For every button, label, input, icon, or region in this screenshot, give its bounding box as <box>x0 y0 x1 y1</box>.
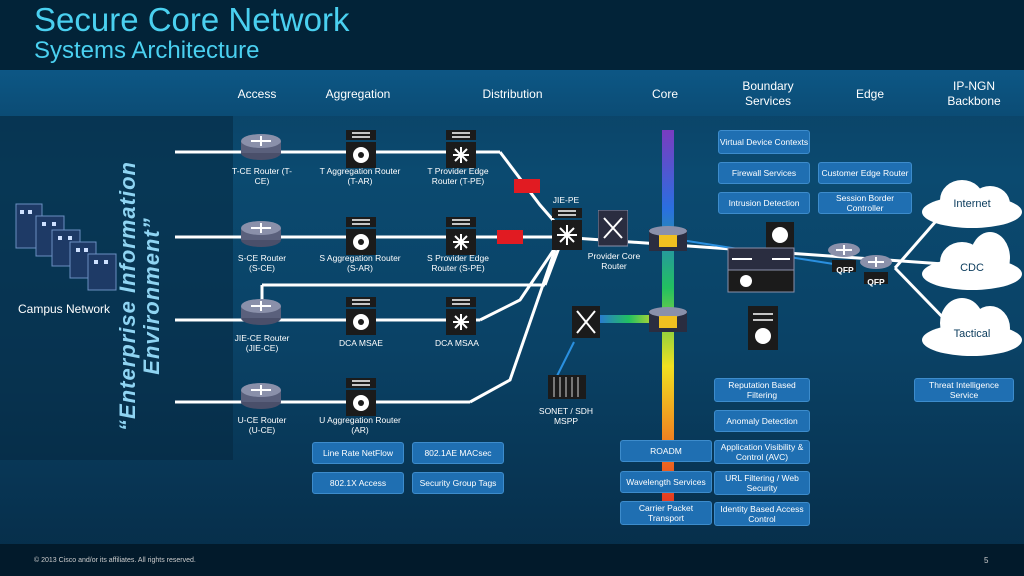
optical-switch-icon[interactable] <box>572 306 600 343</box>
tpe-label: T Provider Edge Router (T-PE) <box>427 166 489 186</box>
router-icon[interactable] <box>240 220 282 253</box>
tactical-cloud[interactable]: Tactical <box>922 298 1022 356</box>
edge-router-icon[interactable] <box>858 252 894 291</box>
intrusion-box[interactable]: Intrusion Detection <box>718 192 810 214</box>
router-icon[interactable] <box>240 133 282 166</box>
col-core: Core <box>651 87 678 101</box>
column-header-bar: Access Aggregation Distribution Core Bou… <box>0 70 1024 116</box>
dot1x-box[interactable]: 802.1X Access <box>312 472 404 494</box>
core-device-icon[interactable] <box>649 306 687 337</box>
aggregation-switch-icon[interactable] <box>346 378 376 421</box>
tar-label: T Aggregation Router (T-AR) <box>319 166 401 186</box>
avc-box[interactable]: Application Visibility & Control (AVC) <box>714 440 810 464</box>
identity-box[interactable]: Identity Based Access Control <box>714 502 810 526</box>
slide-title: Secure Core Network <box>34 1 350 38</box>
provider-edge-icon[interactable] <box>446 217 476 260</box>
copyright: © 2013 Cisco and/or its affiliates. All … <box>34 557 196 564</box>
sgt-box[interactable]: Security Group Tags <box>412 472 504 494</box>
macsec-box[interactable]: 802.1AE MACsec <box>412 442 504 464</box>
anomaly-box[interactable]: Anomaly Detection <box>714 410 810 432</box>
threat-intel-box[interactable]: Threat Intelligence Service <box>914 378 1014 402</box>
cdc-cloud[interactable]: CDC <box>922 232 1022 290</box>
sce-label: S-CE Router (S-CE) <box>237 253 287 273</box>
firewall-box[interactable]: Firewall Services <box>718 162 810 184</box>
qfp-badge: QFP <box>836 265 854 275</box>
campus-network-label: Campus Network <box>18 302 111 316</box>
cdc-label: CDC <box>960 262 984 274</box>
tce-label: T-CE Router (T-CE) <box>232 166 292 186</box>
jiepe-label: JIE-PE <box>552 195 580 205</box>
customer-edge-box[interactable]: Customer Edge Router <box>818 162 912 184</box>
col-aggregation: Aggregation <box>325 87 391 101</box>
col-distribution: Distribution <box>482 87 543 101</box>
uar-label: U Aggregation Router (AR) <box>319 415 401 435</box>
sonet-mspp-icon[interactable] <box>548 375 586 404</box>
col-ipngn: IP-NGN Backbone <box>947 79 1001 108</box>
uce-label: U-CE Router (U-CE) <box>237 415 287 435</box>
footer: © 2013 Cisco and/or its affiliates. All … <box>0 544 1024 576</box>
page-number: 5 <box>984 556 989 565</box>
roadm-box[interactable]: ROADM <box>620 440 712 462</box>
reputation-box[interactable]: Reputation Based Filtering <box>714 378 810 402</box>
wavelength-box[interactable]: Wavelength Services <box>620 471 712 493</box>
campus-buildings-icon <box>12 202 120 292</box>
vdc-box[interactable]: Virtual Device Contexts <box>718 130 810 154</box>
tactical-label: Tactical <box>953 328 991 340</box>
jiece-label: JIE-CE Router (JIE-CE) <box>234 333 290 353</box>
provider-edge-icon[interactable] <box>446 130 476 173</box>
router-icon[interactable] <box>240 298 282 331</box>
header-bar: Secure Core Network Systems Architecture <box>0 0 1024 70</box>
ips-appliance-icon[interactable] <box>748 306 778 355</box>
internet-cloud[interactable]: Internet <box>922 178 1022 228</box>
url-filter-box[interactable]: URL Filtering / Web Security <box>714 471 810 495</box>
aggregation-switch-icon[interactable] <box>346 130 376 173</box>
core-device-icon[interactable] <box>649 225 687 256</box>
pcore-label: Provider Core Router <box>587 251 641 271</box>
aggregation-switch-icon[interactable] <box>346 297 376 340</box>
msae-label: DCA MSAE <box>339 338 383 348</box>
firewall-stack-icon[interactable] <box>726 222 796 299</box>
col-access: Access <box>237 87 277 101</box>
sbc-box[interactable]: Session Border Controller <box>818 192 912 214</box>
sar-label: S Aggregation Router (S-AR) <box>319 253 401 273</box>
col-edge: Edge <box>855 87 885 101</box>
accent-red-flag-2 <box>497 230 523 244</box>
accent-red-flag-1 <box>514 179 540 193</box>
provider-core-router-icon[interactable] <box>597 209 629 255</box>
jie-pe-router-icon[interactable] <box>552 208 582 257</box>
slide-subtitle: Systems Architecture <box>34 37 260 64</box>
netflow-box[interactable]: Line Rate NetFlow <box>312 442 404 464</box>
aggregation-switch-icon[interactable] <box>346 217 376 260</box>
provider-edge-icon[interactable] <box>446 297 476 340</box>
col-boundary: Boundary Services <box>742 79 794 108</box>
internet-label: Internet <box>953 198 991 210</box>
msaa-label: DCA MSAA <box>435 338 479 348</box>
sonet-label: SONET / SDH MSPP <box>538 406 594 426</box>
qfp-badge: QFP <box>867 277 885 287</box>
spe-label: S Provider Edge Router (S-PE) <box>427 253 489 273</box>
cpt-box[interactable]: Carrier Packet Transport <box>620 501 712 525</box>
edge-router-icon[interactable] <box>826 240 862 279</box>
router-icon[interactable] <box>240 382 282 415</box>
